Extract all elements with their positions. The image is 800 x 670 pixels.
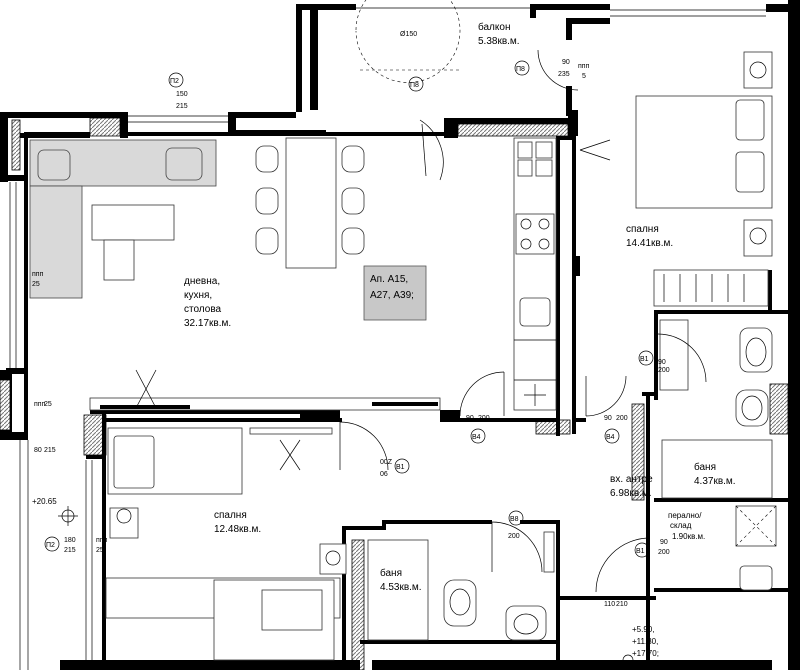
room-labels: балкон 5.38кв.м. дневна, кухня, столова … (184, 21, 736, 593)
apartment-label-box (363, 265, 427, 321)
dim-200-b4-left: 200 (478, 415, 490, 422)
tag-b4-right: В4 (606, 434, 615, 441)
hall-area: 6.98кв.м. (610, 488, 652, 499)
tag-b1-bath: В1 (640, 356, 649, 363)
hall-name: вх. антре (610, 474, 653, 485)
dim-90-b1-bath: 90 (658, 359, 666, 366)
level-markers: +20.65 +5.90, +11.80, +17.70; (32, 497, 659, 666)
door-swings (339, 0, 707, 593)
tag-b1-laundry: В1 (636, 548, 645, 555)
level-bottom-3: +17.70; (632, 649, 659, 658)
apartment-label: Ап. А15, А27, А39; (363, 265, 427, 321)
living-name-2: кухня, (184, 290, 212, 301)
bedroom-ne-name: спалня (626, 224, 659, 235)
dim-200-b1-bath: 200 (658, 367, 670, 374)
dim-25-left-2: 25 (44, 401, 52, 408)
balcony-area: 5.38кв.м. (478, 36, 520, 47)
tag-p2-left: П2 (46, 542, 55, 549)
dim-phi150: Ø150 (400, 31, 417, 38)
dim-215-win: 215 (64, 547, 76, 554)
dim-90-laundry: 90 (660, 539, 668, 546)
dim-ppp-left: ппп (32, 271, 44, 278)
laundry-area: 1.90кв.м. (672, 532, 705, 541)
level-bottom-2: +11.80, (632, 637, 658, 646)
tag-b8: В8 (510, 516, 519, 523)
bedroom-sw-furniture (105, 427, 347, 661)
level-left: +20.65 (32, 497, 57, 506)
dim-06: 06 (380, 471, 388, 478)
dim-90-b4-left: 90 (466, 415, 474, 422)
tag-p8-door: П8 (410, 82, 419, 89)
dim-200-b8: 200 (508, 533, 520, 540)
dim-ppp-left-2: ппп (34, 401, 46, 408)
dim-ppp-balcony: ппп (578, 63, 590, 70)
bedroom-sw-name: спалня (214, 510, 247, 521)
dim-25-win: 25 (96, 547, 104, 554)
living-furniture (29, 137, 441, 411)
balcony-name: балкон (478, 21, 510, 33)
laundry-name-1: перално/ (668, 511, 702, 520)
dim-215-left: 215 (44, 447, 56, 454)
bath-s-area: 4.53кв.м. (380, 582, 422, 593)
dim-110: 110 (604, 601, 615, 608)
dim-ppp-win: ппп (96, 537, 108, 544)
interior-walls (24, 134, 788, 670)
dimension-labels: Ø150 90 235 ппп 5 150 215 ппп 25 ппп 25 … (32, 31, 670, 608)
laundry-name-2: склад (670, 521, 692, 530)
dim-235-balcony: 235 (558, 71, 570, 78)
kitchen-counter (513, 137, 557, 411)
tag-p8: П8 (516, 66, 525, 73)
living-area: 32.17кв.м. (184, 318, 231, 329)
dim-00z: 00Z (380, 459, 393, 466)
dim-210: 210 (616, 601, 628, 608)
dim-180: 180 (64, 537, 76, 544)
structural-columns (0, 117, 789, 670)
dim-200-laundry: 200 (658, 549, 670, 556)
apartment-label-line1: Ап. А15, (370, 274, 408, 285)
dim-215-top: 215 (176, 103, 188, 110)
dim-90-balcony: 90 (562, 59, 570, 66)
apartment-label-line2: А27, А39; (370, 290, 414, 301)
bath-e-name: баня (694, 461, 716, 473)
bath-e-area: 4.37кв.м. (694, 476, 736, 487)
bath-s-name: баня (380, 567, 402, 579)
living-name-1: дневна, (184, 276, 220, 287)
tag-b4-left: В4 (472, 434, 481, 441)
bedroom-ne-area: 14.41кв.м. (626, 238, 673, 249)
dim-25-left: 25 (32, 281, 40, 288)
dim-90-b4-right: 90 (604, 415, 612, 422)
windows (9, 7, 766, 670)
tag-b1-bedroom: В1 (396, 464, 405, 471)
dim-5-balcony: 5 (582, 73, 586, 80)
element-tags: П2 П8 П8 П2 В1 В4 В4 В1 В8 В1 (44, 60, 654, 558)
bathrooms (367, 319, 777, 641)
level-bottom-1: +5.90, (632, 625, 654, 634)
bedroom-sw-area: 12.48кв.м. (214, 524, 261, 535)
tag-p2-top: П2 (170, 78, 179, 85)
dim-150-top: 150 (176, 91, 188, 98)
bedroom-ne-furniture (579, 51, 773, 307)
living-name-3: столова (184, 304, 222, 315)
dim-80: 80 (34, 447, 42, 454)
dim-200-b4-right: 200 (616, 415, 628, 422)
level-marker-bottom-icon (622, 654, 634, 666)
